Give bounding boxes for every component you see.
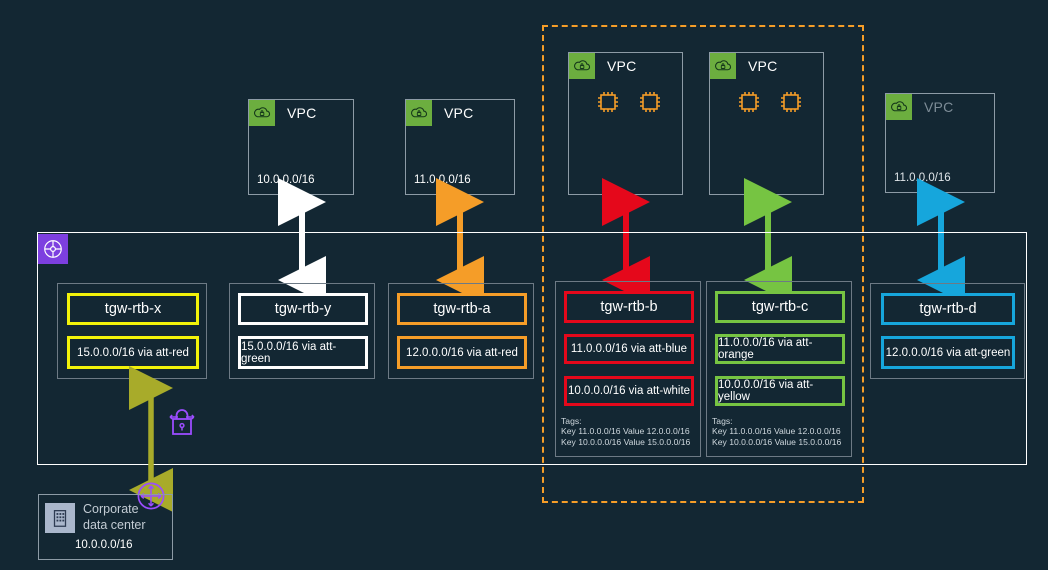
ec2-instance-icon[interactable] bbox=[778, 89, 804, 115]
route-entry: 11.0.0.0/16 via att-orange bbox=[715, 334, 845, 364]
route-table-card-tgw-rtb-y[interactable]: tgw-rtb-y 15.0.0.0/16 via att-green bbox=[229, 283, 375, 379]
corporate-data-center-cidr: 10.0.0.0/16 bbox=[75, 539, 133, 551]
vpc-cloud-lock-icon bbox=[249, 100, 275, 126]
route-table-title: tgw-rtb-b bbox=[564, 291, 694, 323]
route-table-card-tgw-rtb-c[interactable]: tgw-rtb-c 11.0.0.0/16 via att-orange 10.… bbox=[706, 281, 852, 457]
vpc-title: VPC bbox=[607, 58, 637, 74]
route-table-title: tgw-rtb-c bbox=[715, 291, 845, 323]
ec2-instance-icon[interactable] bbox=[637, 89, 663, 115]
vpc-cloud-lock-icon bbox=[406, 100, 432, 126]
vpc-title: VPC bbox=[924, 99, 954, 115]
route-table-card-tgw-rtb-d[interactable]: tgw-rtb-d 12.0.0.0/16 via att-green bbox=[870, 283, 1025, 379]
instance-group bbox=[736, 89, 804, 115]
dc-label-line2: data center bbox=[83, 518, 146, 532]
route-entry: 10.0.0.0/16 via att-white bbox=[564, 376, 694, 406]
attachment-arrows bbox=[278, 178, 965, 304]
vpc-title: VPC bbox=[444, 105, 474, 121]
route-table-title: tgw-rtb-d bbox=[881, 293, 1015, 325]
vpc-title: VPC bbox=[287, 105, 317, 121]
route-entry: 12.0.0.0/16 via att-green bbox=[881, 336, 1015, 369]
route-table-card-tgw-rtb-x[interactable]: tgw-rtb-x 15.0.0.0/16 via att-red bbox=[57, 283, 207, 379]
vpc-cidr: 11.0.0.0/16 bbox=[894, 172, 951, 184]
dashed-region-boundary bbox=[542, 25, 864, 503]
transit-gateway-icon[interactable] bbox=[38, 234, 68, 264]
vpc-header: VPC bbox=[406, 100, 473, 126]
vpc-box-11b[interactable]: VPC 11.0.0.0/16 bbox=[885, 93, 995, 193]
vpc-cloud-lock-icon bbox=[710, 53, 736, 79]
vpc-cidr: 11.0.0.0/16 bbox=[414, 174, 471, 186]
vpc-box-b[interactable]: VPC bbox=[568, 52, 683, 195]
vpn-arrow bbox=[129, 366, 173, 512]
vpc-title: VPC bbox=[748, 58, 778, 74]
vpc-header: VPC bbox=[886, 94, 953, 120]
vpc-box-11a[interactable]: VPC 11.0.0.0/16 bbox=[405, 99, 515, 195]
vpc-box-c[interactable]: VPC bbox=[709, 52, 824, 195]
route-entry: 15.0.0.0/16 via att-red bbox=[67, 336, 199, 369]
vpn-lock-icon bbox=[167, 406, 197, 440]
ec2-instance-icon[interactable] bbox=[736, 89, 762, 115]
vpc-cloud-lock-icon bbox=[569, 53, 595, 79]
transit-gateway-container bbox=[37, 232, 1027, 465]
vpc-cloud-lock-icon bbox=[886, 94, 912, 120]
route-entry: 10.0.0.0/16 via att-yellow bbox=[715, 376, 845, 406]
route-table-tags: Tags: Key 11.0.0.0/16 Value 12.0.0.0/16 … bbox=[712, 416, 842, 447]
vpc-header: VPC bbox=[710, 53, 777, 79]
vpc-box-10[interactable]: VPC 10.0.0.0/16 bbox=[248, 99, 354, 195]
corporate-building-icon bbox=[45, 503, 75, 533]
customer-gateway-icon[interactable] bbox=[137, 482, 165, 510]
route-table-tags: Tags: Key 11.0.0.0/16 Value 12.0.0.0/16 … bbox=[561, 416, 691, 447]
route-entry: 12.0.0.0/16 via att-red bbox=[397, 336, 527, 369]
vpc-cidr: 10.0.0.0/16 bbox=[257, 174, 315, 186]
route-entry: 15.0.0.0/16 via att-green bbox=[238, 336, 368, 369]
ec2-instance-icon[interactable] bbox=[595, 89, 621, 115]
vpc-header: VPC bbox=[569, 53, 636, 79]
corporate-data-center-label: Corporate data center bbox=[83, 501, 146, 533]
route-table-card-tgw-rtb-a[interactable]: tgw-rtb-a 12.0.0.0/16 via att-red bbox=[388, 283, 534, 379]
vpc-header: VPC bbox=[249, 100, 316, 126]
instance-group bbox=[595, 89, 663, 115]
corporate-data-center-box[interactable]: Corporate data center 10.0.0.0/16 bbox=[38, 494, 173, 560]
dc-label-line1: Corporate bbox=[83, 502, 139, 516]
route-entry: 11.0.0.0/16 via att-blue bbox=[564, 334, 694, 364]
route-table-title: tgw-rtb-a bbox=[397, 293, 527, 325]
route-table-title: tgw-rtb-x bbox=[67, 293, 199, 325]
route-table-title: tgw-rtb-y bbox=[238, 293, 368, 325]
route-table-card-tgw-rtb-b[interactable]: tgw-rtb-b 11.0.0.0/16 via att-blue 10.0.… bbox=[555, 281, 701, 457]
